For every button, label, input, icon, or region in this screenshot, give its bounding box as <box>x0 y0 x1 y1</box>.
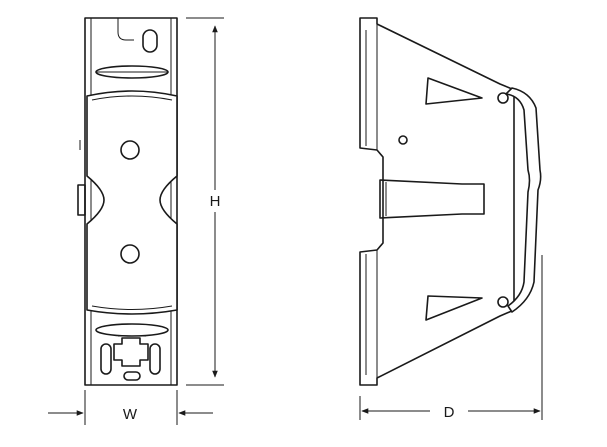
front-view <box>77 17 178 386</box>
depth-label: D <box>444 404 455 421</box>
din-rail-slot <box>379 179 485 219</box>
dimension-width: W <box>48 390 213 425</box>
lower-window <box>425 295 483 321</box>
upper-window <box>425 77 483 105</box>
front-label-plate <box>86 90 178 315</box>
width-label: W <box>123 406 138 423</box>
side-body-outline <box>359 17 515 386</box>
side-small-hole <box>398 135 408 145</box>
height-label: H <box>210 193 221 210</box>
bottom-latch <box>100 335 161 381</box>
side-latch-tab <box>77 184 86 216</box>
upper-plate-hole <box>120 140 140 160</box>
latch-lever <box>497 87 542 313</box>
dimension-depth: D <box>359 255 543 421</box>
lower-plate-hole <box>120 244 140 264</box>
dimension-height: H <box>186 17 224 386</box>
side-view <box>359 17 542 386</box>
bottom-clip-lip <box>95 323 169 337</box>
top-slot <box>142 29 158 53</box>
